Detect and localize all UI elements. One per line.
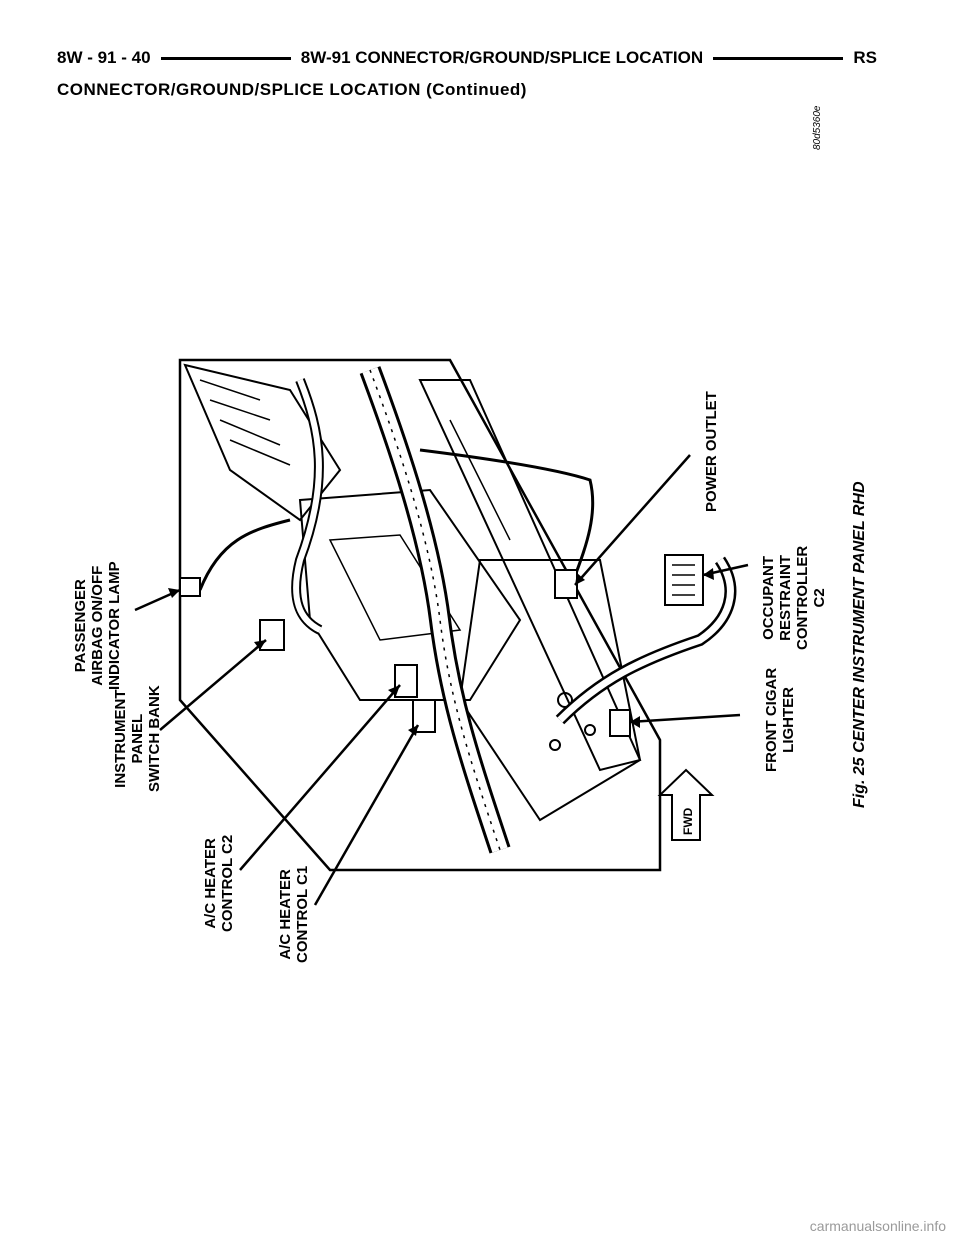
callout-passenger-airbag: PASSENGER AIRBAG ON/OFF INDICATOR LAMP [72,561,123,690]
fwd-arrow [657,768,715,841]
page-number: 8W - 91 - 40 [57,48,151,67]
page-subtitle: CONNECTOR/GROUND/SPLICE LOCATION (Contin… [57,80,527,99]
leader-power-outlet [574,454,691,586]
callout-front-cigar: FRONT CIGAR LIGHTER [763,667,797,772]
image-id: 80d5360e [812,105,823,151]
power-outlet-connector [554,569,578,599]
dash-panel-outline [178,358,662,872]
callout-ac-heater-c1: A/C HEATER CONTROL C1 [277,865,311,963]
ac-c2-connector [394,664,418,698]
cigar-lighter-connector [609,709,631,737]
header-rule-left [160,56,291,60]
outlet-wire [419,448,595,591]
airbag-lamp-connector [179,577,201,597]
leader-switch-bank [159,639,267,731]
model-code: RS [853,48,878,67]
fwd-label: FWD [681,807,695,835]
section-title: 8W-91 CONNECTOR/GROUND/SPLICE LOCATION [300,48,704,67]
callout-power-outlet: POWER OUTLET [703,391,720,512]
leader-ac-c1 [313,724,420,906]
leader-cigar [629,713,741,724]
page-header: 8W - 91 - 40 8W-91 CONNECTOR/GROUND/SPLI… [57,46,877,70]
restraint-controller-connector [664,554,704,606]
header-rule-right [713,56,844,60]
lamp-wire [198,518,291,591]
switch-bank-connector [259,619,285,651]
callout-occupant-restraint: OCCUPANT RESTRAINT CONTROLLER C2 [760,545,828,650]
leader-ac-c2 [239,684,401,871]
figure-caption: Fig. 25 CENTER INSTRUMENT PANEL RHD [851,481,868,808]
callout-instrument-panel: INSTRUMENT PANEL SWITCH BANK [112,685,163,792]
callout-ac-heater-c2: A/C HEATER CONTROL C2 [202,834,236,932]
ac-c1-connector [412,699,436,733]
watermark: carmanualsonline.info [809,1218,946,1234]
